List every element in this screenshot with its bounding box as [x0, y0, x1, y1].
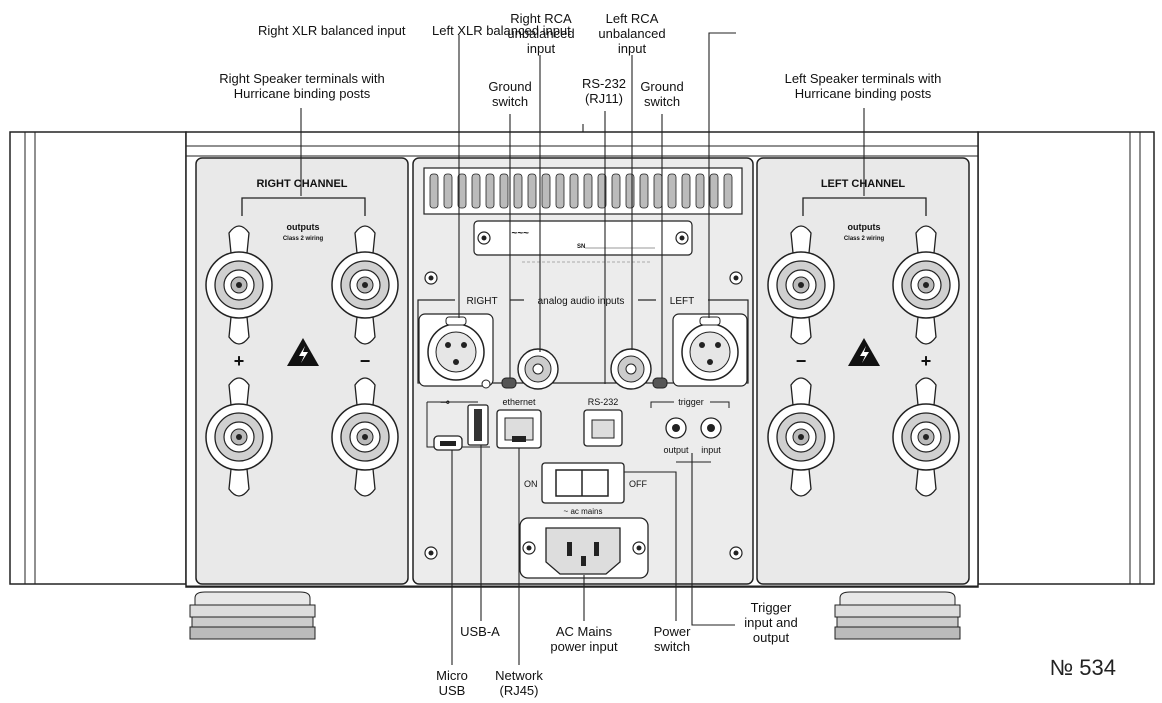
- outputs-label-r: outputs: [287, 222, 320, 232]
- trigger-port-label: trigger: [678, 397, 704, 407]
- plus-label-l: +: [921, 351, 932, 371]
- off-label: OFF: [629, 479, 647, 489]
- ventilation-grille: [423, 167, 743, 215]
- callout-micro-usb-line1: Micro: [436, 668, 468, 683]
- callout-right-speaker-line1: Right Speaker terminals with: [219, 71, 385, 86]
- left-side-handle: [9, 131, 187, 585]
- callout-right-speaker: Right Speaker terminals with Hurricane b…: [196, 71, 408, 101]
- callout-ac-mains-line2: power input: [550, 639, 618, 654]
- minus-label-r: −: [360, 351, 371, 371]
- callout-trigger-line3: output: [752, 630, 790, 645]
- callout-micro-usb: Micro USB: [420, 668, 484, 698]
- callout-trigger-line2: input and: [744, 615, 798, 630]
- foot-right: [834, 591, 961, 640]
- callout-ground-switch-left-line2: switch: [643, 94, 681, 109]
- rs232-section: RS-232: [583, 397, 623, 447]
- class2-label-r: Class 2 wiring: [283, 236, 324, 242]
- callout-ac-mains-line1: AC Mains: [555, 624, 613, 639]
- callout-right-rca-line1: Right RCA: [510, 11, 572, 26]
- callout-left-speaker-line2: Hurricane binding posts: [794, 86, 932, 101]
- callout-usb-a: USB-A: [460, 624, 500, 639]
- rca-input-right[interactable]: [517, 348, 559, 390]
- ground-switch-right[interactable]: [501, 377, 517, 389]
- on-label: ON: [524, 479, 538, 489]
- ethernet-label: ethernet: [502, 397, 536, 407]
- right-input-label: RIGHT: [466, 296, 497, 307]
- callout-left-rca: Left RCA unbalanced input: [589, 11, 675, 56]
- callout-left-rca-line2: unbalanced: [598, 26, 666, 41]
- callout-rs232-line2: (RJ11): [584, 91, 624, 106]
- right-channel-title: RIGHT CHANNEL: [256, 178, 347, 190]
- callout-ac-mains: AC Mains power input: [538, 624, 630, 654]
- trigger-section: trigger output input: [650, 396, 730, 455]
- rca-input-left[interactable]: [610, 348, 652, 390]
- analog-audio-inputs-label: analog audio inputs: [538, 296, 625, 307]
- callout-ground-switch-right: Ground switch: [478, 79, 542, 109]
- callout-right-rca-line3: input: [526, 41, 556, 56]
- callout-left-speaker: Left Speaker terminals with Hurricane bi…: [757, 71, 969, 101]
- class2-label-l: Class 2 wiring: [844, 236, 885, 242]
- ground-switch-left[interactable]: [652, 377, 668, 389]
- trigger-input-label: input: [701, 445, 721, 455]
- figure-number: № 534: [1049, 655, 1116, 680]
- callout-left-speaker-line1: Left Speaker terminals with: [784, 71, 942, 86]
- callout-ground-switch-right-line1: Ground: [488, 79, 532, 94]
- analog-input-section: RIGHT analog audio inputs LEFT: [417, 293, 749, 384]
- minus-label-l: −: [796, 351, 807, 371]
- callout-left-xlr: Left XLR balanced input: [432, 23, 571, 38]
- usb-ports: ⊸: [426, 395, 490, 451]
- callout-network-line2: (RJ45): [499, 683, 539, 698]
- callout-leader-lines: [300, 32, 865, 665]
- left-input-label: LEFT: [670, 296, 694, 307]
- rs232-port-label: RS-232: [588, 397, 619, 407]
- plus-label-r: +: [234, 351, 245, 371]
- ac-mains-inlet[interactable]: [519, 517, 649, 579]
- ac-mains-port-label: ~ ac mains: [564, 507, 603, 516]
- power-switch-section: ON OFF ~ ac mains: [524, 462, 647, 516]
- callout-rs232: RS-232 (RJ11): [574, 76, 634, 106]
- serial-number-label: SN: [577, 244, 585, 250]
- ethernet-section: ethernet: [496, 397, 542, 449]
- callout-ground-switch-right-line2: switch: [491, 94, 529, 109]
- callout-power-switch-line1: Power: [653, 624, 691, 639]
- left-channel-title: LEFT CHANNEL: [821, 178, 906, 190]
- outputs-label-l: outputs: [848, 222, 881, 232]
- callout-left-rca-line3: input: [617, 41, 647, 56]
- center-panel: [412, 157, 754, 585]
- callout-power-switch: Power switch: [640, 624, 704, 654]
- callout-right-speaker-line2: Hurricane binding posts: [233, 86, 371, 101]
- xlr-input-right[interactable]: [418, 313, 494, 389]
- callout-rs232-line1: RS-232: [581, 76, 627, 91]
- right-side-handle: [977, 131, 1155, 585]
- callout-power-switch-line2: switch: [653, 639, 691, 654]
- xlr-input-left[interactable]: [672, 313, 748, 387]
- callout-network: Network (RJ45): [486, 668, 552, 698]
- svg-text:~~~: ~~~: [511, 228, 529, 239]
- foot-left: [189, 591, 316, 640]
- callout-right-xlr: Right XLR balanced input: [258, 23, 406, 38]
- callout-right-rca-line2: unbalanced: [507, 26, 575, 41]
- callout-right-rca: Right RCA unbalanced input: [496, 11, 586, 56]
- callout-left-rca-line1: Left RCA: [605, 11, 659, 26]
- callout-trigger: Trigger input and output: [737, 600, 805, 645]
- callout-ground-switch-left-line1: Ground: [640, 79, 684, 94]
- callout-trigger-line1: Trigger: [750, 600, 792, 615]
- callout-ground-switch-left: Ground switch: [630, 79, 694, 109]
- usb-symbol-icon: ⊸: [440, 395, 450, 409]
- callout-micro-usb-line2: USB: [438, 683, 466, 698]
- callout-network-line1: Network: [495, 668, 543, 683]
- trigger-output-label: output: [663, 445, 689, 455]
- serial-plate: ~~~ SN: [473, 220, 693, 256]
